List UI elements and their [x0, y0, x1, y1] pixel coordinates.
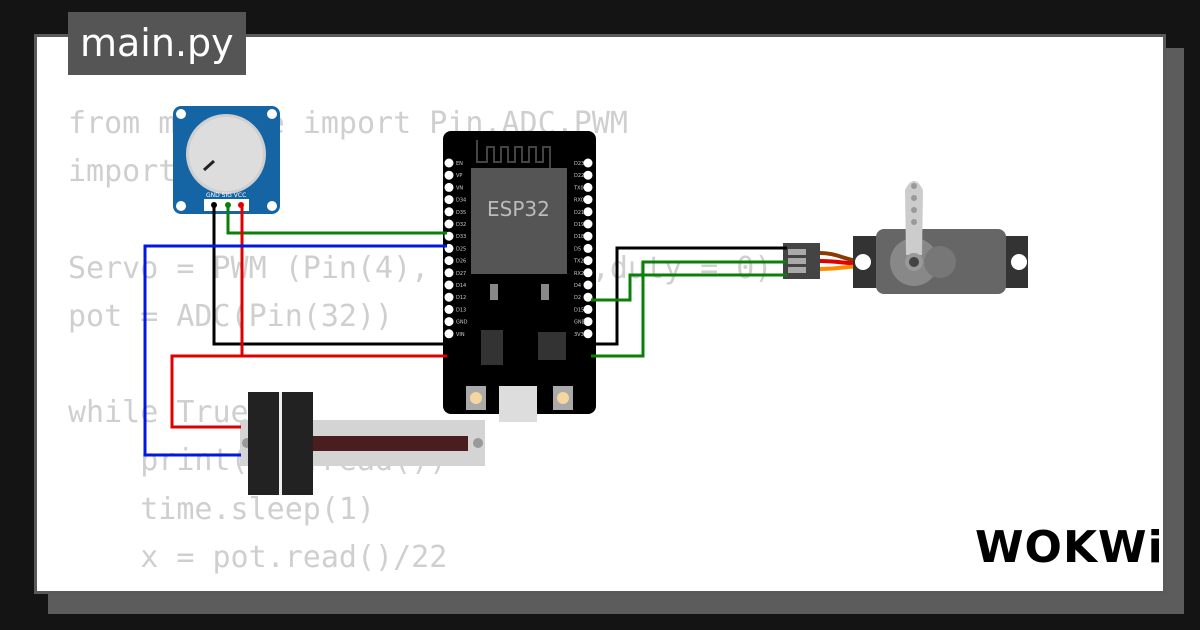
pin-label: D34 [456, 198, 466, 204]
pin-d23[interactable] [583, 158, 593, 168]
pin-label: D12 [456, 295, 466, 301]
pin-vn[interactable] [444, 182, 454, 192]
pin-en[interactable] [444, 158, 454, 168]
servo-motor[interactable] [783, 181, 1028, 294]
pin-d27[interactable] [444, 268, 454, 278]
pin-label: D23 [574, 161, 584, 167]
pin-label: D35 [456, 210, 466, 216]
pin-label: VP [456, 173, 462, 179]
pin-3v3[interactable] [583, 329, 593, 339]
pin-label: GND [456, 320, 468, 326]
pin-label: D14 [456, 283, 466, 289]
wire-servo-vcc [591, 260, 787, 358]
pin-d13[interactable] [444, 304, 454, 314]
pin-gnd[interactable] [444, 317, 454, 327]
pin-label: D22 [574, 173, 584, 179]
pin-d32[interactable] [444, 219, 454, 229]
pin-d19[interactable] [583, 219, 593, 229]
pin-d14[interactable] [444, 280, 454, 290]
servo-horn [905, 181, 923, 255]
pin-vin[interactable] [444, 329, 454, 339]
wire-pot-gnd [212, 205, 447, 346]
pin-tx0[interactable] [583, 182, 593, 192]
code-line: time.sleep(1) [68, 491, 376, 527]
pin-rx0[interactable] [583, 195, 593, 205]
pin-label: D26 [456, 259, 466, 265]
pin-gnd[interactable] [583, 317, 593, 327]
slide-potentiometer[interactable] [240, 392, 485, 495]
wire-pot-vcc [240, 205, 447, 358]
pin-label: 3V3 [574, 332, 584, 338]
pin-label: D27 [456, 271, 466, 277]
slider-knob-left [248, 392, 279, 495]
pin-d21[interactable] [583, 207, 593, 217]
pin-label: EN [456, 161, 463, 167]
wokwi-logo: WOKWi [975, 522, 1164, 573]
pin-d4[interactable] [583, 280, 593, 290]
pin-label: D18 [574, 234, 584, 240]
wire-servo-gnd [591, 246, 787, 346]
pin-d18[interactable] [583, 231, 593, 241]
pin-label: GND [574, 320, 586, 326]
pin-label: D2 [574, 295, 581, 301]
code-line: Servo.duty(int(x/20.9+5)/20*1023)) [68, 582, 772, 591]
usb-port [499, 386, 537, 422]
pin-d12[interactable] [444, 292, 454, 302]
pin-d2[interactable] [583, 292, 593, 302]
wire-pot-sig [226, 205, 447, 235]
pin-label: TX0 [573, 185, 584, 191]
pin-d35[interactable] [444, 207, 454, 217]
pin-d15[interactable] [583, 304, 593, 314]
pin-label: D33 [456, 234, 466, 240]
pin-label: RX2 [574, 271, 584, 277]
wire-slider-vcc [170, 354, 447, 429]
wire-slider-sig [143, 244, 447, 457]
pin-label: VN [456, 185, 463, 191]
file-tab[interactable]: main.py [68, 12, 246, 75]
code-line: pot = ADC(Pin(32)) [68, 298, 394, 334]
knob-indicator [202, 159, 216, 172]
pin-label: D21 [574, 210, 584, 216]
pin-label: RX0 [574, 198, 584, 204]
pin-d34[interactable] [444, 195, 454, 205]
pin-label: D32 [456, 222, 466, 228]
pin-label: TX2 [573, 259, 584, 265]
pin-d5[interactable] [583, 243, 593, 253]
pin-rx2[interactable] [583, 268, 593, 278]
pin-d26[interactable] [444, 256, 454, 266]
wires[interactable] [143, 205, 787, 457]
pin-label: D25 [456, 246, 466, 252]
esp32-board[interactable]: ESP32 ENVPVND34D35D32D33D25D26D27D14D12D… [443, 131, 596, 422]
rotary-potentiometer[interactable]: GND SIG VCC [173, 106, 280, 214]
pot-pin-labels: GND SIG VCC [206, 192, 246, 199]
slider-knob-right [282, 392, 313, 495]
pin-label: D5 [574, 246, 581, 252]
pin-vp[interactable] [444, 170, 454, 180]
pin-label: D15 [574, 307, 584, 313]
wire-servo-signal [591, 273, 787, 302]
pin-label: VIN [456, 332, 465, 338]
code-line: x = pot.read()/22 [68, 539, 448, 575]
chip-label: ESP32 [487, 197, 550, 221]
pin-d22[interactable] [583, 170, 593, 180]
pin-tx2[interactable] [583, 256, 593, 266]
pin-label: D4 [574, 283, 581, 289]
pin-label: D19 [574, 222, 584, 228]
pin-label: D13 [456, 307, 466, 313]
esp32-chip [471, 168, 567, 274]
